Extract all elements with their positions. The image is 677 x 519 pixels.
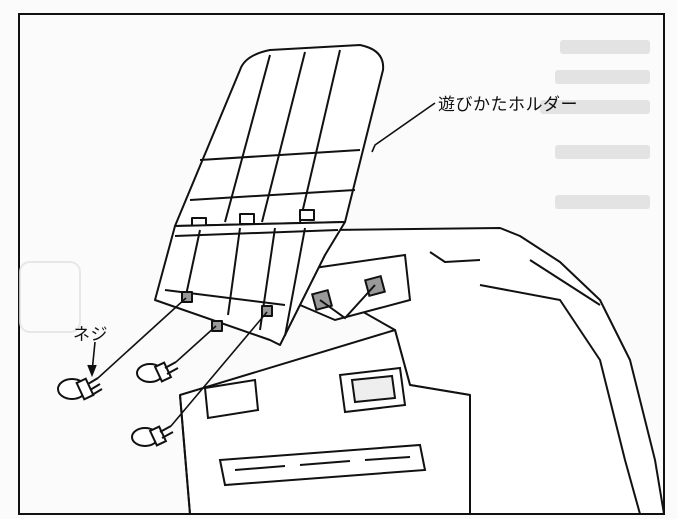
- screw-1: [57, 377, 103, 401]
- screw-label: ネジ: [73, 325, 108, 345]
- assembly-guide-lines: [97, 297, 268, 427]
- screw-2: [136, 361, 179, 383]
- screws: [57, 361, 179, 447]
- console-front-details: [203, 366, 427, 487]
- leader-lines: [87, 102, 436, 378]
- screw-3: [131, 425, 174, 447]
- holder-label: 遊びかたホルダー: [438, 95, 578, 115]
- holder-part: [154, 44, 385, 346]
